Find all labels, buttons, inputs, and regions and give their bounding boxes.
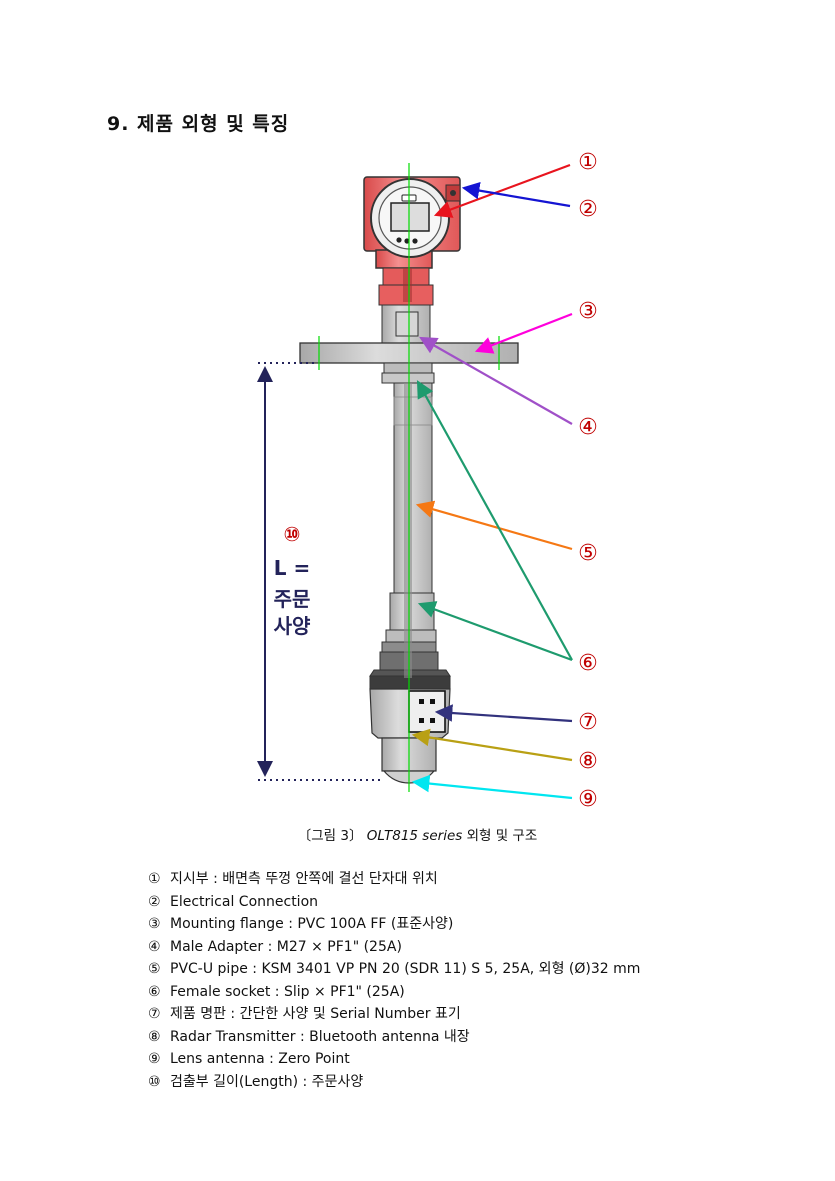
length-label-line1: L = [274, 556, 310, 580]
callout-9: ⑨ [578, 787, 598, 812]
arrow-3 [474, 312, 573, 354]
caption-prefix: 〔그림 3〕 [297, 828, 363, 844]
pvc-pipe [393, 382, 433, 594]
male-adapter [381, 304, 431, 344]
arrow-6b [417, 601, 573, 662]
callout-1: ① [578, 150, 598, 175]
electrical-connection-icon [450, 190, 456, 196]
length-callout: ⑩ [284, 522, 301, 546]
arrow-5 [415, 500, 573, 551]
caption-suffix: 외형 및 구조 [466, 828, 538, 844]
indicator-housing [363, 176, 461, 269]
section-title: 9. 제품 외형 및 특징 [107, 113, 290, 135]
length-label-line3: 사양 [274, 614, 311, 638]
callout-4: ④ [578, 415, 598, 440]
product-diagram: ① ② ③ ④ ⑤ ⑥ ⑦ ⑧ ⑨ ⑩ L = 주문 사양 [257, 150, 598, 812]
callout-7: ⑦ [578, 710, 598, 735]
length-dimension [257, 362, 381, 781]
figure-caption: 〔그림 3〕 OLT815 series 외형 및 구조 [0, 824, 835, 844]
arrow-1 [433, 163, 571, 218]
callout-6: ⑥ [578, 651, 598, 676]
display-window [390, 202, 430, 232]
caption-model: OLT815 series [366, 828, 463, 844]
callout-3: ③ [578, 299, 598, 324]
callout-5: ⑤ [578, 541, 598, 566]
arrow-2 [461, 181, 571, 208]
arrow-7 [434, 704, 573, 723]
arrow-9 [411, 774, 573, 800]
radar-transmitter [369, 641, 451, 784]
callout-8: ⑧ [578, 749, 598, 774]
callout-2: ② [578, 197, 598, 222]
arrow-4 [419, 336, 573, 425]
length-label-line2: 주문 [274, 587, 311, 611]
arrow-8 [411, 728, 573, 762]
arrow-6a [416, 380, 573, 661]
